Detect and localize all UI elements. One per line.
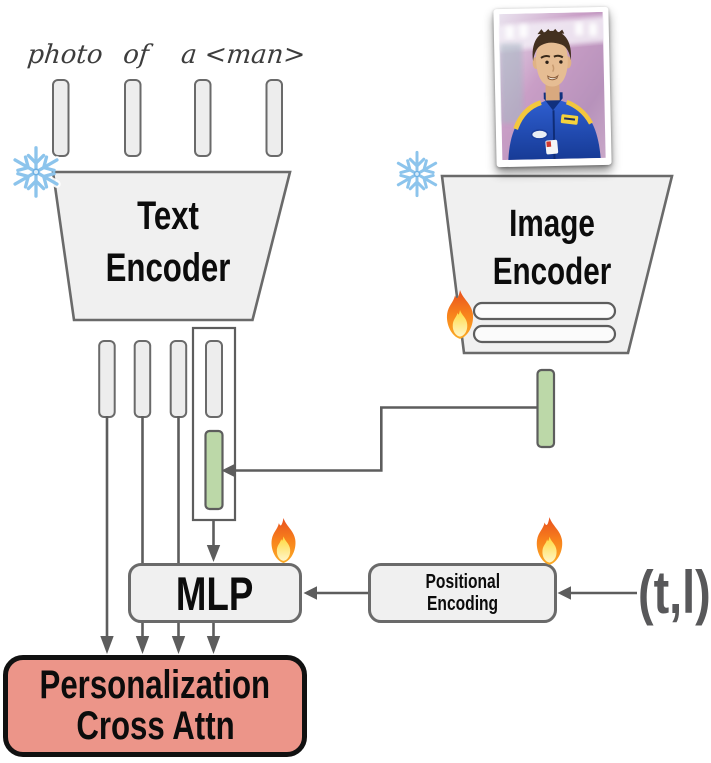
encoded-token-bars [98,340,188,418]
image-embedding-bar [536,368,556,449]
arrow-head [221,463,235,478]
token-output-bar [205,340,223,418]
image-to-concept-connector [235,406,538,472]
prompt-token-bars [52,79,283,157]
positional-encoding-label-line: Encoding [426,593,499,615]
image-feature-bar [472,324,617,344]
arrow-head [135,636,150,654]
arrow-head [171,636,186,654]
personalization-cross-attn-block: Personalization Cross Attn [3,655,307,757]
image-encoder-label: Image Encoder [447,200,657,296]
arrow-head [206,545,221,562]
arrow-head [303,586,317,600]
token-output-bar [169,340,188,418]
fire-icon [262,517,305,566]
text-encoder-label: Text Encoder [63,190,273,294]
text-encoder-label-line: Text [137,194,199,238]
prompt-word: photo [25,40,105,70]
token-input-bar [194,79,212,157]
text-encoder-label-line: Encoder [105,246,231,290]
snowflake-icon [392,149,442,199]
concept-embedding-bar [204,429,224,511]
token-input-bar [52,79,70,157]
token-input-bar [124,79,142,157]
image-encoder-label-line: Image [509,203,595,245]
positional-encoding-label-line: Positional [425,571,500,593]
cross-attn-label-line: Personalization [39,663,271,707]
token-output-bar [98,340,116,418]
timestep-layer-input-label: (t,l) [638,563,711,623]
token-input-bar [265,79,283,157]
arrow-heads [100,463,571,654]
arrow-head [557,586,571,600]
arrow-head [206,636,221,654]
fire-icon [440,288,480,343]
prompt-word: of [121,40,151,70]
image-feature-bar [472,301,617,321]
mlp-label: MLP [176,566,254,620]
text-encoder-shape [51,170,292,322]
cross-attn-label-line: Cross Attn [75,704,235,748]
snowflake-icon [8,144,64,200]
token-output-bar [133,340,152,418]
reference-photo [493,6,612,168]
fire-icon [526,516,573,568]
arrow-head [100,636,114,654]
positional-encoding-block: Positional Encoding [368,563,557,623]
image-encoder-label-line: Encoder [492,251,612,293]
prompt-word: <man> [203,40,307,70]
prompt-word: a [179,40,199,70]
timestep-layer-text: (t,l) [638,559,711,626]
mlp-block: MLP [128,563,302,623]
man-portrait [498,11,607,161]
